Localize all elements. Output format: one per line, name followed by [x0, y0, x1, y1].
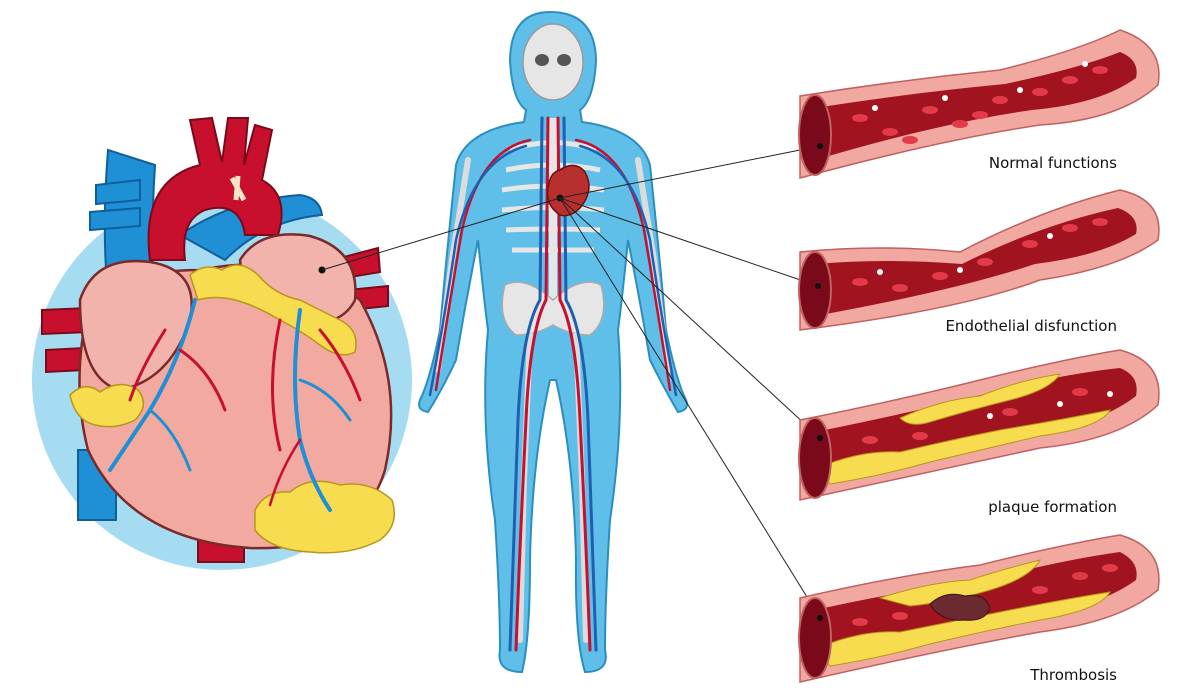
- vessel-plaque-white-cells: [987, 391, 1113, 419]
- vessel-thrombosis-deposit-bottom: [817, 591, 1111, 667]
- vessel-normal-white-cells: [872, 61, 1088, 111]
- body-silhouette: [418, 10, 688, 674]
- heart-illustration: [32, 116, 412, 570]
- vessel-plaque-cells: [862, 388, 1088, 444]
- coronary-vessels: [108, 298, 362, 512]
- connector-lines: [321, 145, 821, 619]
- vessel-normal-opening: [798, 94, 832, 176]
- vessel-plaque-deposit-top: [899, 373, 1062, 425]
- vessel-endothelial-opening: [798, 251, 832, 329]
- vessel-thrombosis-cells: [852, 564, 1118, 626]
- vessel-plaque-deposit-bottom: [817, 409, 1111, 485]
- pulmonary-vein-left: [95, 178, 141, 206]
- pulmonary-artery-left-2: [45, 346, 85, 374]
- skull-eye-left: [535, 54, 549, 66]
- connector-vessel-3: [559, 197, 821, 439]
- vessel-thrombosis-opening: [798, 597, 832, 679]
- skull: [522, 23, 584, 101]
- skull-eye-right: [557, 54, 571, 66]
- connector-vessel-4: [559, 197, 821, 619]
- connector-vessel-2: [559, 197, 819, 287]
- vessel-thrombosis-clot: [929, 593, 991, 621]
- label-plaque-formation: plaque formation: [988, 498, 1117, 516]
- human-body-illustration: [418, 10, 688, 674]
- vessel-plaque: [798, 349, 1160, 501]
- vessel-endothelial-white-cells: [877, 233, 1053, 275]
- vessel-thrombosis: [798, 534, 1160, 683]
- label-normal-functions: Normal functions: [988, 154, 1117, 172]
- pulmonary-vein-left-2: [89, 206, 141, 232]
- vessel-plaque-dot: [817, 435, 823, 441]
- fat-deposit-left: [69, 383, 144, 428]
- ligamentum: [229, 175, 247, 202]
- pelvis: [501, 281, 605, 336]
- aorta: [147, 116, 283, 261]
- fat-deposit-top: [189, 264, 357, 356]
- label-thrombosis: Thrombosis: [1030, 666, 1117, 684]
- vessel-thrombosis-dot: [817, 615, 823, 621]
- vessel-plaque-opening: [798, 417, 832, 499]
- connector-heart-body: [321, 197, 561, 271]
- vessel-normal-dot: [817, 143, 823, 149]
- vessel-endothelial: [798, 189, 1160, 331]
- body-vessels: [428, 116, 678, 652]
- vessel-normal: [798, 29, 1160, 179]
- vessel-endothelial-cells: [852, 218, 1108, 292]
- vessel-normal-cells: [852, 66, 1108, 144]
- label-endothelial-disfunction: Endothelial disfunction: [945, 317, 1117, 335]
- vessel-endothelial-dot: [815, 283, 821, 289]
- fat-deposit-bottom: [254, 480, 395, 554]
- connector-vessel-1: [559, 145, 821, 199]
